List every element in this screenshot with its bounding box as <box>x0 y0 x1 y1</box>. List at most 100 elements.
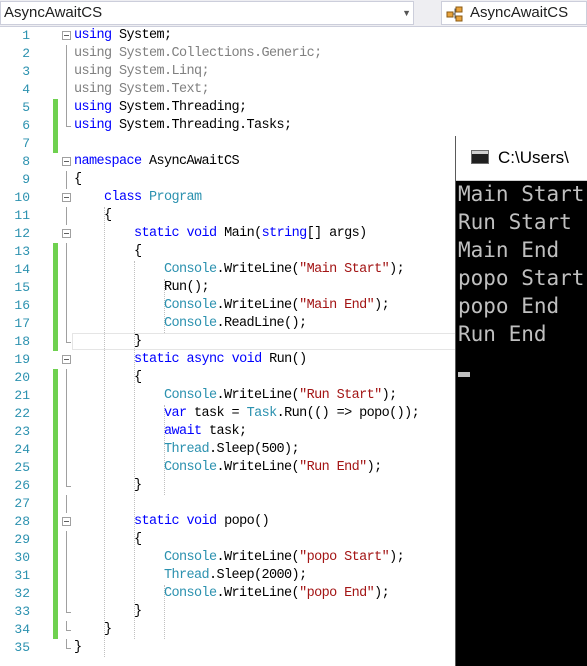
keyword: namespace <box>74 154 142 169</box>
code-line: 21 Console.WriteLine("Run Start"); <box>0 387 587 405</box>
brace: { <box>134 370 142 385</box>
line-number: 35 <box>14 640 30 655</box>
string-literal: "popo Start" <box>299 550 390 565</box>
console-window[interactable]: C:\Users\ Main Start Run Start Main End … <box>455 136 587 666</box>
code-line: 22 var task = Task.Run(() => popo()); <box>0 405 587 423</box>
call-end: ); <box>366 460 383 475</box>
console-output-line: Run Start <box>458 210 572 234</box>
type-ref: Console <box>164 316 217 331</box>
line-number: 20 <box>14 370 30 385</box>
code-line: 35 } <box>0 639 587 657</box>
indent-guide <box>134 261 135 639</box>
method-call: .Sleep(500); <box>209 442 300 457</box>
line-number: 18 <box>14 334 30 349</box>
code-line: 13 { <box>0 243 587 261</box>
type-ref: Thread <box>164 442 210 457</box>
line-number: 17 <box>14 316 30 331</box>
line-number: 34 <box>14 622 30 637</box>
change-marker <box>53 279 58 297</box>
keyword: using <box>74 28 112 43</box>
brace: { <box>134 244 142 259</box>
fold-guide <box>66 495 67 513</box>
console-output-line: popo End <box>458 294 560 318</box>
fold-guide <box>66 639 71 649</box>
chevron-down-icon[interactable]: ▼ <box>402 8 411 18</box>
line-number: 5 <box>22 100 30 115</box>
type-dropdown[interactable]: AsyncAwaitCS <box>441 1 587 25</box>
change-marker <box>53 477 58 495</box>
fold-guide <box>66 549 67 567</box>
method-call: .Run(() => popo()); <box>276 406 420 421</box>
fold-guide <box>66 621 71 631</box>
type-ref: Console <box>164 298 217 313</box>
line-number: 7 <box>22 136 30 151</box>
change-marker <box>53 585 58 603</box>
fold-guide <box>66 117 71 127</box>
change-marker <box>53 243 58 261</box>
change-marker <box>53 423 58 441</box>
fold-guide <box>66 45 67 63</box>
code-line: 30 Console.WriteLine("popo Start"); <box>0 549 587 567</box>
method-call: .WriteLine( <box>216 460 300 475</box>
keyword: void <box>186 514 218 529</box>
indent-guide <box>164 405 165 495</box>
change-marker <box>53 459 58 477</box>
collapse-toggle[interactable] <box>62 157 71 166</box>
namespace-ref: System; <box>119 28 172 43</box>
fold-guide <box>66 81 67 99</box>
indent-guide <box>164 585 165 639</box>
code-line: 8 namespace AsyncAwaitCS <box>0 153 587 171</box>
code-line: 29 { <box>0 531 587 549</box>
keyword: void <box>186 226 218 241</box>
method-params: [] args) <box>306 226 368 241</box>
type-ref: Console <box>164 586 217 601</box>
keyword: static <box>134 352 180 367</box>
fold-guide <box>66 585 67 603</box>
collapse-toggle[interactable] <box>62 31 71 40</box>
method-call: .ReadLine(); <box>216 316 308 331</box>
brace: } <box>134 478 142 493</box>
project-dropdown[interactable]: AsyncAwaitCS ▼ <box>0 1 414 25</box>
change-marker <box>53 567 58 585</box>
collapse-toggle[interactable] <box>62 517 71 526</box>
fold-guide <box>66 243 67 261</box>
navigation-bar: AsyncAwaitCS ▼ AsyncAwaitCS <box>0 0 587 27</box>
console-cursor <box>458 372 470 377</box>
namespace-name: AsyncAwaitCS <box>149 154 240 169</box>
method-signature: Main( <box>224 226 262 241</box>
class-name: Program <box>149 190 202 205</box>
collapse-toggle[interactable] <box>62 193 71 202</box>
console-title-bar[interactable]: C:\Users\ <box>456 136 587 181</box>
line-number: 16 <box>14 298 30 313</box>
type-ref: Thread <box>164 568 210 583</box>
console-app-icon <box>471 150 489 164</box>
method-call: .WriteLine( <box>216 298 300 313</box>
call-end: ); <box>374 586 390 601</box>
code-line: 9 { <box>0 171 587 189</box>
brace: } <box>134 604 142 619</box>
code-line: 26 } <box>0 477 587 495</box>
line-number: 33 <box>14 604 30 619</box>
keyword: using <box>74 64 112 79</box>
brace: { <box>74 172 82 187</box>
line-number: 25 <box>14 460 30 475</box>
fold-guide <box>66 63 67 81</box>
namespace-ref: System.Threading; <box>119 100 247 115</box>
indent-guide <box>164 279 165 333</box>
change-marker <box>53 333 58 351</box>
keyword: using <box>74 100 112 115</box>
change-marker <box>53 549 58 567</box>
namespace-ref: System.Text; <box>119 82 210 97</box>
code-line: 19 static async void Run() <box>0 351 587 369</box>
code-line: 20 { <box>0 369 587 387</box>
line-number: 15 <box>14 280 30 295</box>
line-number: 28 <box>14 514 30 529</box>
fold-guide <box>66 297 67 315</box>
change-marker <box>53 369 58 387</box>
line-number: 4 <box>22 82 30 97</box>
keyword: class <box>104 190 142 205</box>
change-marker <box>53 603 58 621</box>
collapse-toggle[interactable] <box>62 229 71 238</box>
change-marker <box>53 117 58 135</box>
collapse-toggle[interactable] <box>62 355 71 364</box>
